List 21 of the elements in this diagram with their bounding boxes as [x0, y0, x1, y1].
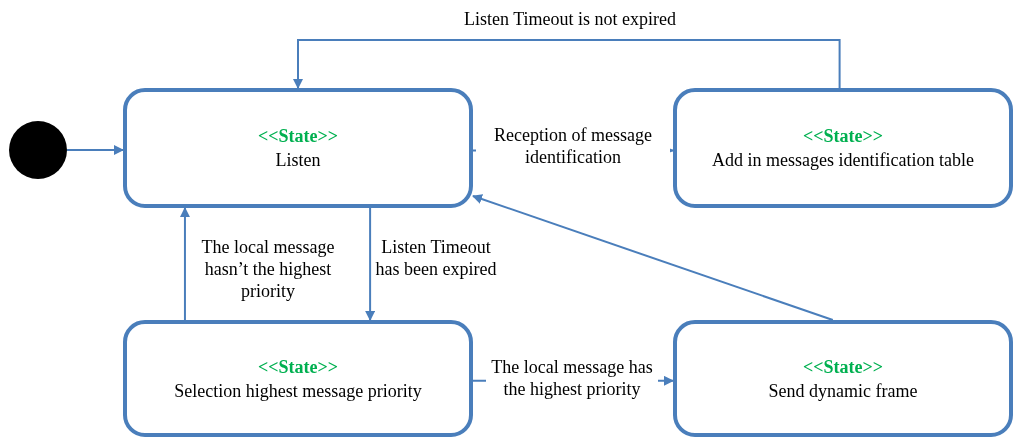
arrow	[472, 194, 834, 321]
state-box	[123, 320, 473, 437]
state-name: Selection highest message priority	[174, 379, 422, 403]
state-stereotype: <<State>>	[803, 125, 883, 148]
state-name: Listen	[275, 149, 321, 172]
edge-label: Listen Timeout is not expired	[463, 8, 677, 30]
state-name: Send dynamic frame	[768, 379, 918, 403]
state-box	[673, 88, 1013, 208]
initial-state	[9, 121, 67, 179]
arrow	[293, 39, 841, 89]
state-name: Add in messages identification table	[712, 149, 974, 172]
arrow	[365, 207, 376, 321]
arrow	[66, 145, 124, 155]
arrow	[179, 207, 190, 321]
edge-label: Listen Timeout has been expired	[374, 236, 498, 280]
state-stereotype: <<State>>	[258, 125, 338, 148]
edge-label: The local message hasn’t the highest priority	[200, 236, 336, 302]
state-box	[123, 88, 473, 208]
state-stereotype: <<State>>	[803, 355, 883, 379]
state-box	[673, 320, 1013, 437]
state-stereotype: <<State>>	[258, 355, 338, 379]
